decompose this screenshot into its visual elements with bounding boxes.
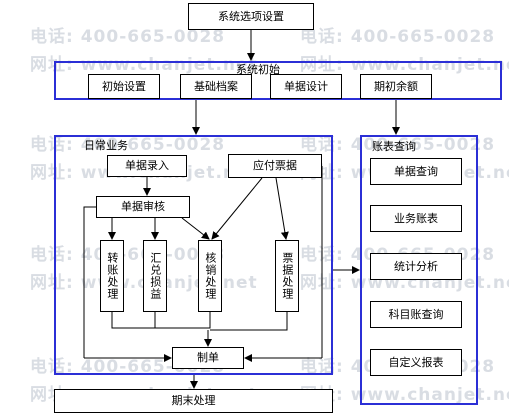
daily-business-title: 日常业务 (84, 139, 128, 152)
statistics-analysis-box: 统计分析 (370, 253, 462, 280)
watermark-phone: 电话: 400-665-0028 (30, 135, 226, 155)
watermark-site: 网址: www.chanjet.net (30, 55, 258, 75)
daily-business-frame (54, 135, 333, 375)
transfer-process-box: 转账处理 (100, 240, 124, 312)
doc-design-box: 单据设计 (270, 74, 342, 99)
fx-gain-loss-box: 汇兑损益 (143, 240, 167, 312)
system-init-frame (54, 61, 502, 100)
period-end-box: 期末处理 (54, 389, 333, 413)
system-init-title: 系统初始 (236, 63, 280, 76)
watermark-phone: 电话: 400-665-0028 (300, 135, 496, 155)
bill-process-box: 票据处理 (275, 240, 299, 312)
watermark-phone: 电话: 400-665-0028 (30, 245, 226, 265)
business-ledger-box: 业务账表 (370, 205, 462, 232)
report-query-title: 账表查询 (372, 140, 416, 153)
voucher-box: 制单 (172, 347, 244, 369)
watermark-phone: 电话: 400-665-0028 (30, 27, 226, 47)
subject-ledger-box: 科目账查询 (370, 301, 462, 328)
watermark-phone: 电话: 400-665-0028 (300, 27, 496, 47)
payable-notes-box: 应付票据 (228, 154, 322, 178)
doc-query-box: 单据查询 (370, 158, 462, 185)
opening-balance-box: 期初余额 (360, 74, 432, 99)
system-options-box: 系统选项设置 (188, 3, 314, 30)
writeoff-process-box: 核销处理 (198, 240, 222, 312)
custom-report-box: 自定义报表 (370, 349, 462, 376)
watermark-site: 网址: www.chanjet.net (300, 55, 509, 75)
doc-entry-box: 单据录入 (107, 155, 187, 177)
watermark-site: 网址: www.chanjet.net (300, 385, 509, 405)
report-query-frame (360, 135, 478, 405)
doc-audit-box: 单据审核 (96, 196, 190, 218)
basic-archive-box: 基础档案 (180, 74, 252, 99)
init-settings-box: 初始设置 (88, 74, 160, 99)
